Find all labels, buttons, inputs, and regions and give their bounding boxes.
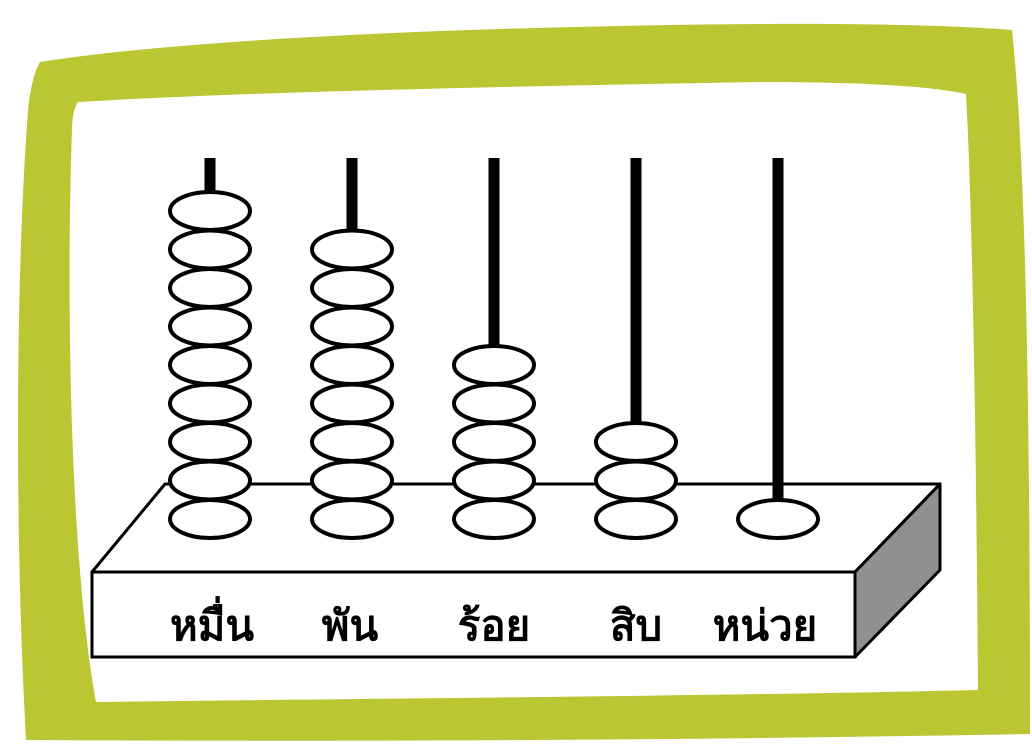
bead-ten-thousands xyxy=(168,228,252,271)
label-ones: หน่วย xyxy=(713,601,818,650)
label-thousands: พัน xyxy=(322,601,379,650)
bead-hundreds xyxy=(452,382,536,425)
bead-thousands xyxy=(310,382,394,425)
bead-hundreds xyxy=(452,459,536,502)
bead-ten-thousands xyxy=(168,305,252,348)
place-labels: หมื่น พัน ร้อย สิบ หน่วย xyxy=(170,596,817,650)
bead-thousands xyxy=(310,344,394,386)
bead-hundreds xyxy=(452,498,536,540)
bead-thousands xyxy=(310,305,394,348)
bead-ten-thousands xyxy=(168,190,252,232)
beads xyxy=(168,190,820,540)
bead-ten-thousands xyxy=(168,344,252,386)
bead-tens xyxy=(594,459,678,502)
bead-thousands xyxy=(310,459,394,502)
label-ten-thousands: หมื่น xyxy=(170,596,254,650)
label-hundreds: ร้อย xyxy=(458,601,530,650)
bead-hundreds xyxy=(452,344,536,386)
bead-tens xyxy=(594,498,678,540)
bead-thousands xyxy=(310,228,394,271)
bead-thousands xyxy=(310,421,394,463)
bead-tens xyxy=(594,421,678,463)
abacus-base xyxy=(90,482,942,659)
bead-ten-thousands xyxy=(168,267,252,309)
bead-ten-thousands xyxy=(168,498,252,540)
bead-hundreds xyxy=(452,421,536,463)
bead-thousands xyxy=(310,498,394,540)
label-tens: สิบ xyxy=(610,601,662,650)
base-front-face xyxy=(90,570,857,659)
bead-ten-thousands xyxy=(168,421,252,463)
bead-ten-thousands xyxy=(168,459,252,502)
bead-ten-thousands xyxy=(168,382,252,425)
bead-thousands xyxy=(310,267,394,309)
bead-ones xyxy=(736,498,820,540)
